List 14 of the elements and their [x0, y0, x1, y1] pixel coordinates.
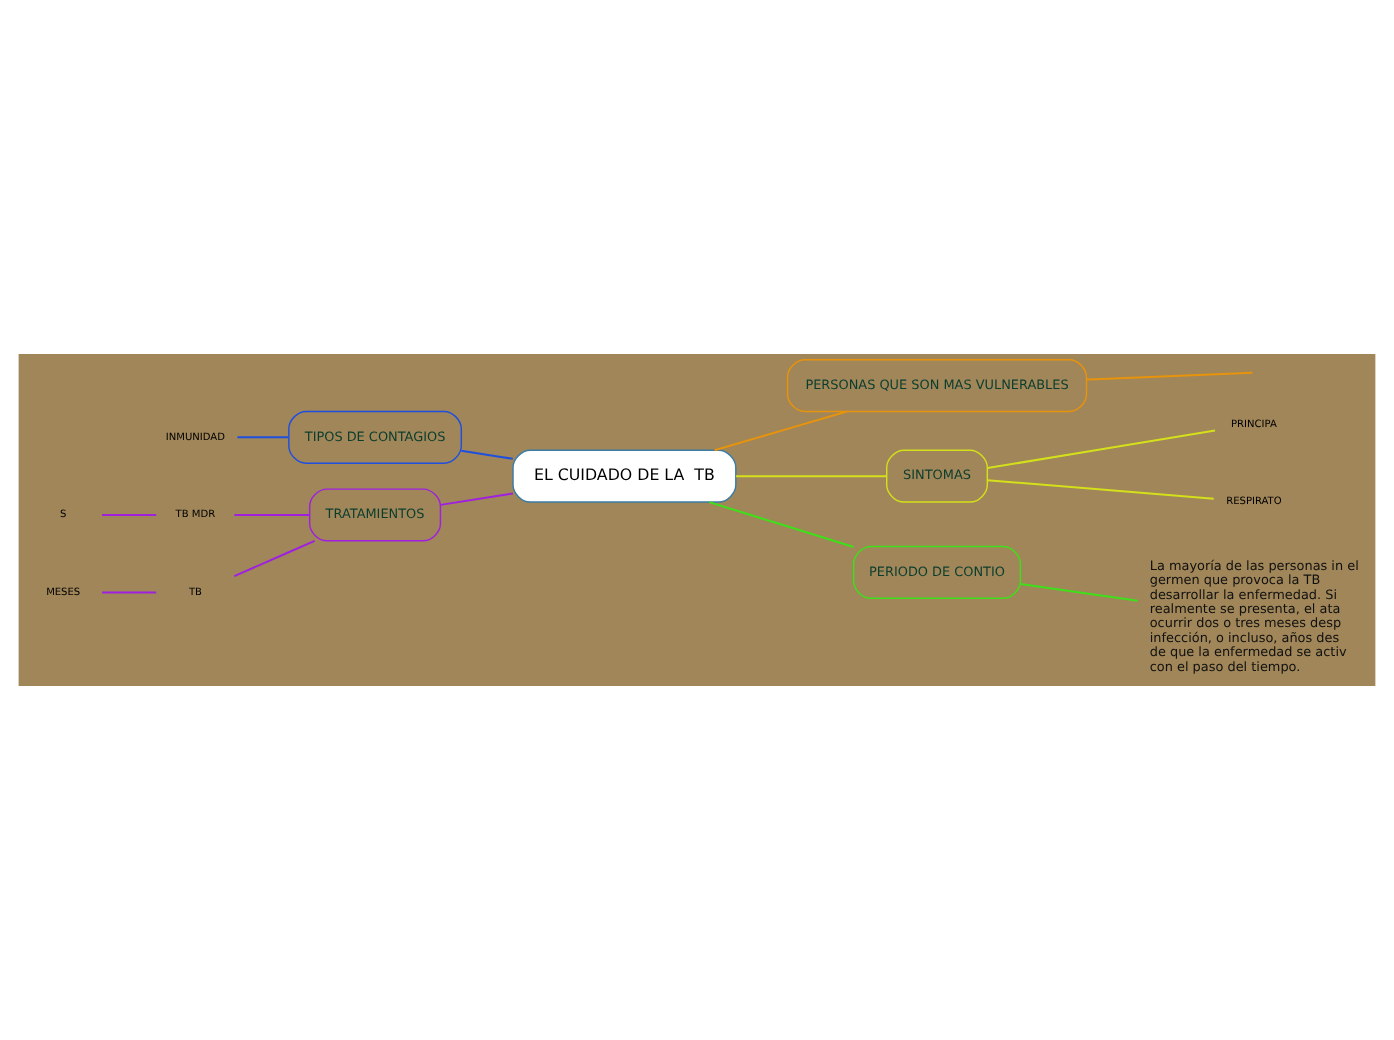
connector: [233, 539, 316, 578]
connector: [102, 513, 157, 516]
connector: [461, 449, 513, 460]
connector: [714, 410, 848, 452]
connector: [237, 436, 289, 439]
connector: [708, 501, 854, 548]
connector: [987, 429, 1216, 470]
connector: [234, 513, 310, 516]
connector: [102, 591, 157, 594]
connector: [735, 475, 887, 478]
connector: [1086, 371, 1253, 381]
connector: [987, 479, 1214, 500]
connector: [440, 492, 514, 506]
connector: [1020, 583, 1138, 602]
